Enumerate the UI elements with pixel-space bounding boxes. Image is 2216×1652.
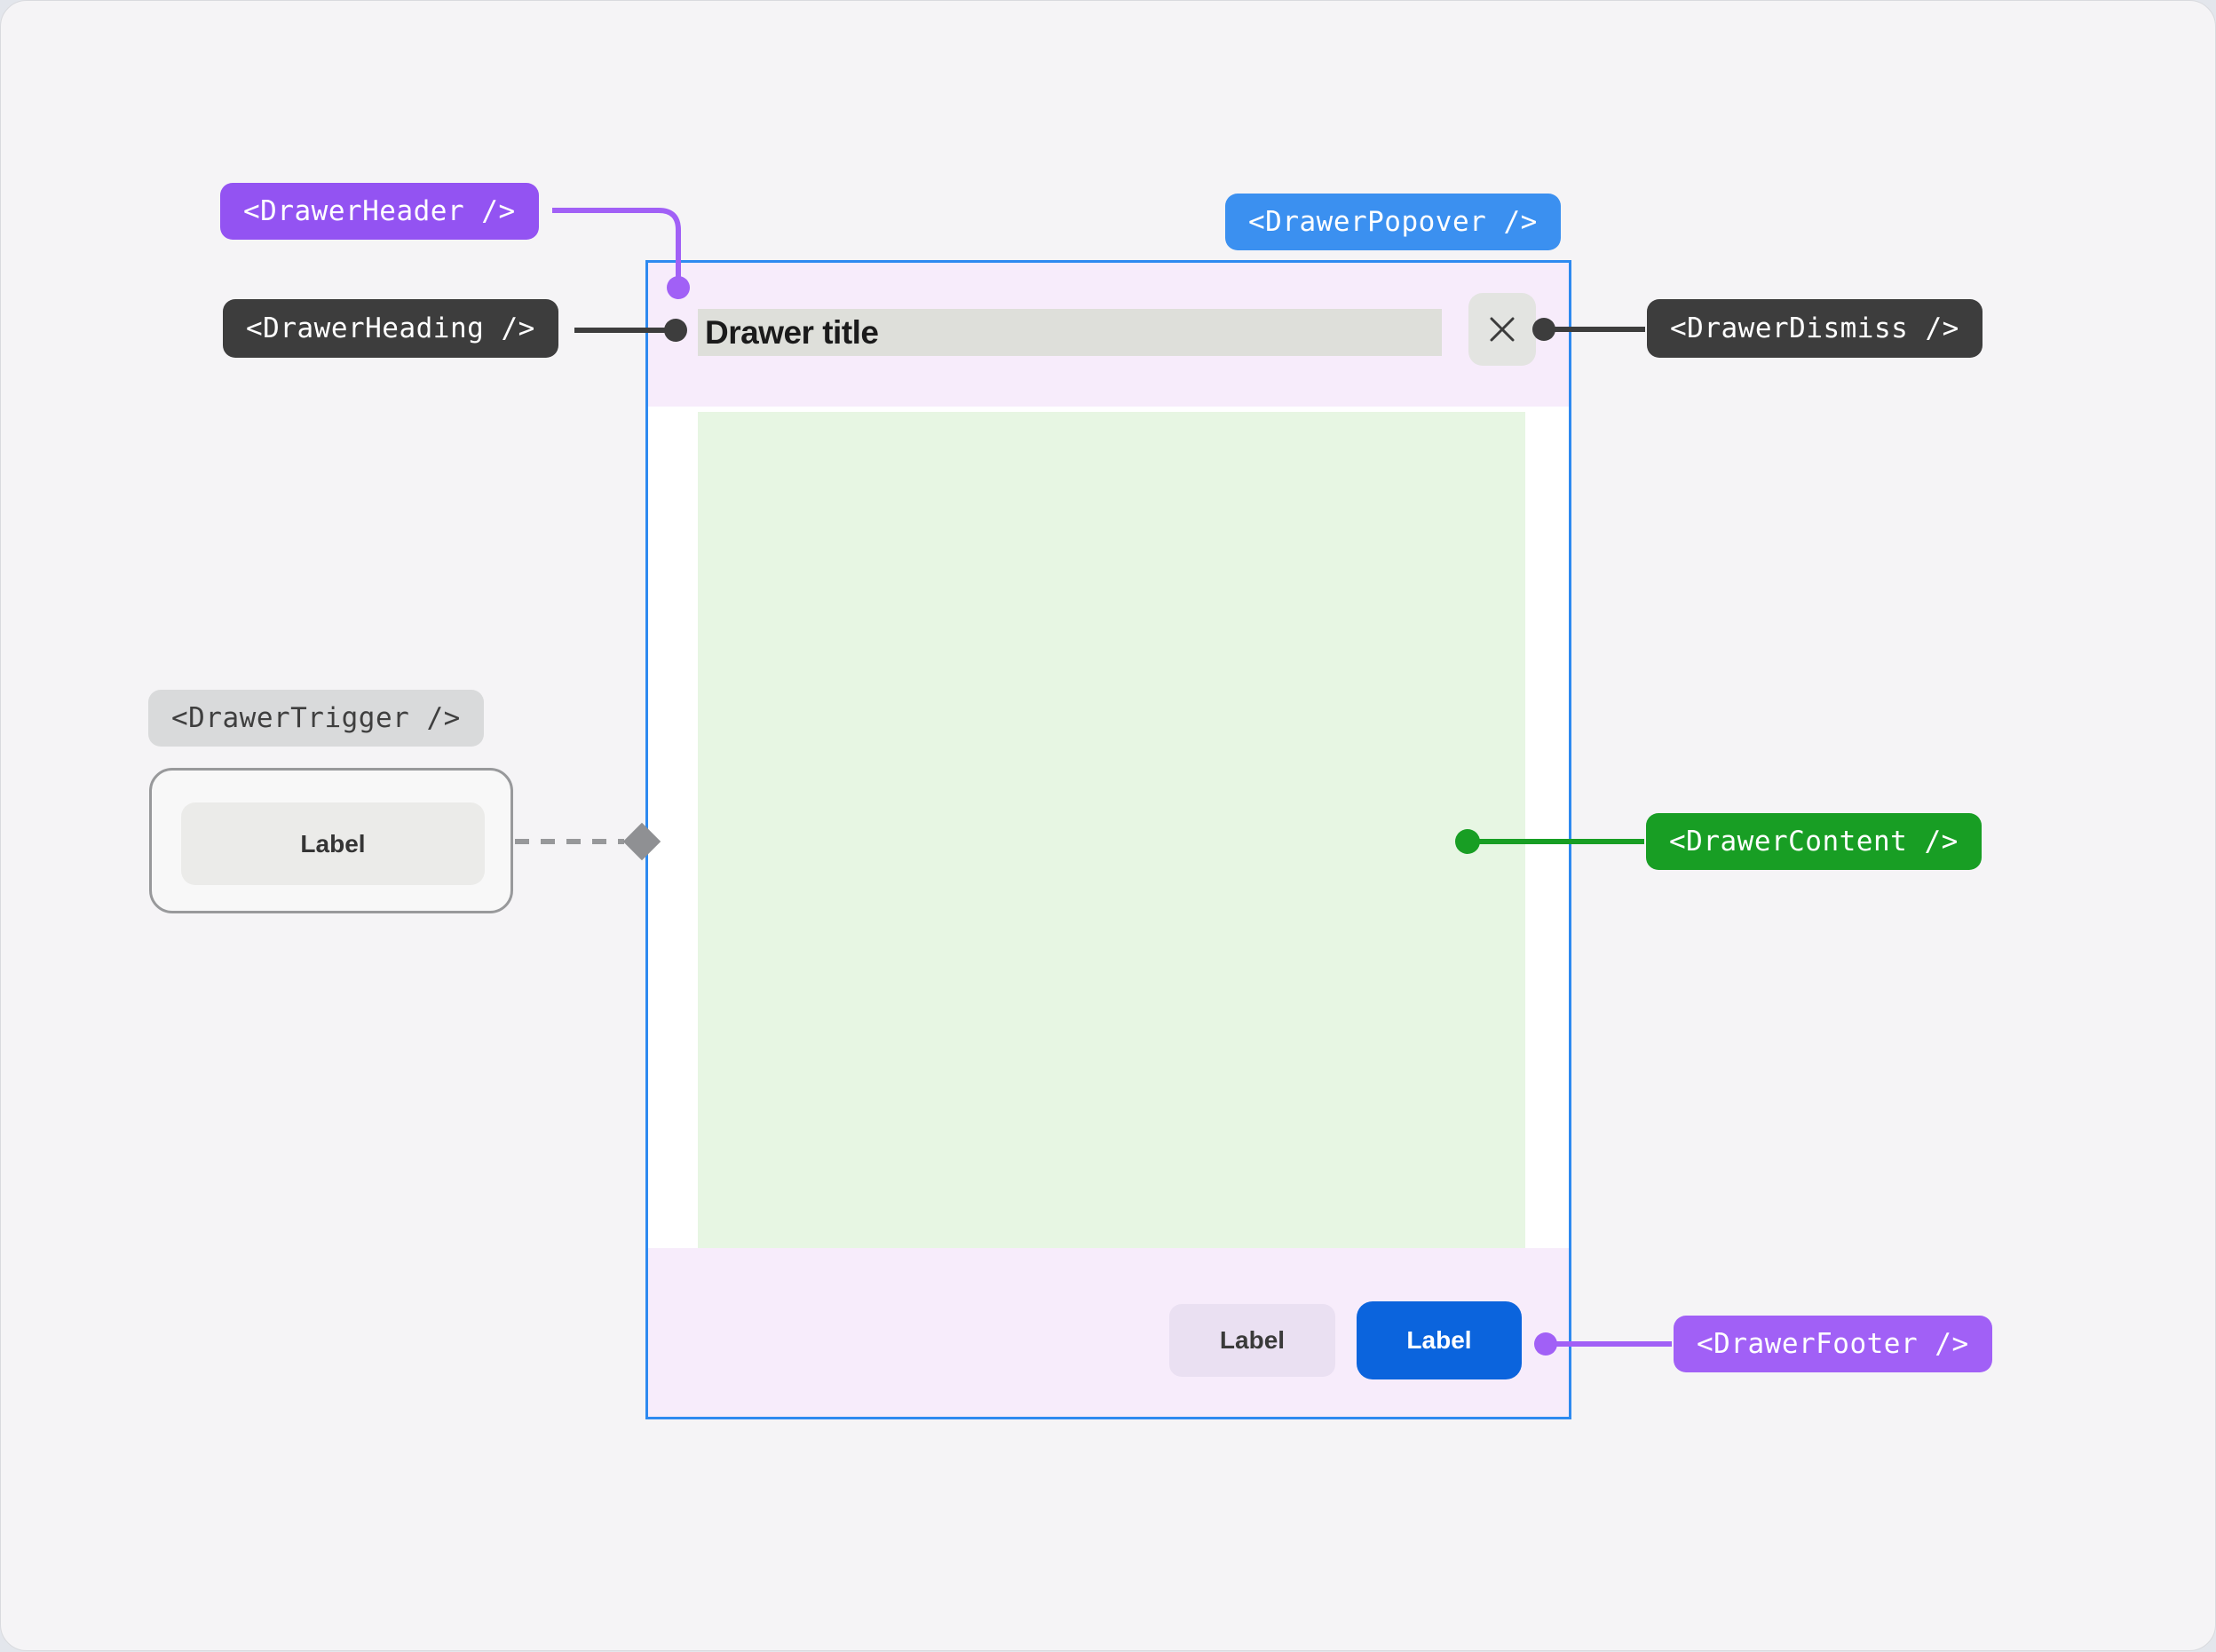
drawer-content-annotation: <DrawerContent /> [1646, 813, 1982, 870]
drawer-trigger-annotation: <DrawerTrigger /> [148, 690, 484, 747]
drawer-heading-placeholder: Drawer title [698, 309, 1442, 356]
drawer-content-area [698, 412, 1525, 1253]
x-close-icon [1490, 317, 1515, 342]
drawer-header: Drawer title [648, 263, 1569, 407]
drawer-trigger-container: Label [149, 768, 513, 913]
drawer-header-annotation: <DrawerHeader /> [220, 183, 539, 240]
drawer-heading-annotation: <DrawerHeading /> [223, 299, 558, 358]
drawer-heading-text: Drawer title [705, 313, 879, 351]
drawer-footer: Label Label [648, 1248, 1569, 1417]
drawer-footer-annotation: <DrawerFooter /> [1674, 1316, 1992, 1372]
drawer-trigger-button[interactable]: Label [181, 802, 485, 885]
footer-primary-button[interactable]: Label [1357, 1301, 1522, 1379]
drawer-dismiss-button[interactable] [1468, 293, 1536, 366]
drawer-trigger-connector [515, 822, 661, 861]
footer-secondary-button[interactable]: Label [1169, 1304, 1335, 1377]
drawer-dismiss-annotation: <DrawerDismiss /> [1647, 299, 1983, 358]
drawer-popover: Drawer title Label Label [645, 260, 1571, 1419]
drawer-popover-annotation: <DrawerPopover /> [1225, 194, 1561, 250]
